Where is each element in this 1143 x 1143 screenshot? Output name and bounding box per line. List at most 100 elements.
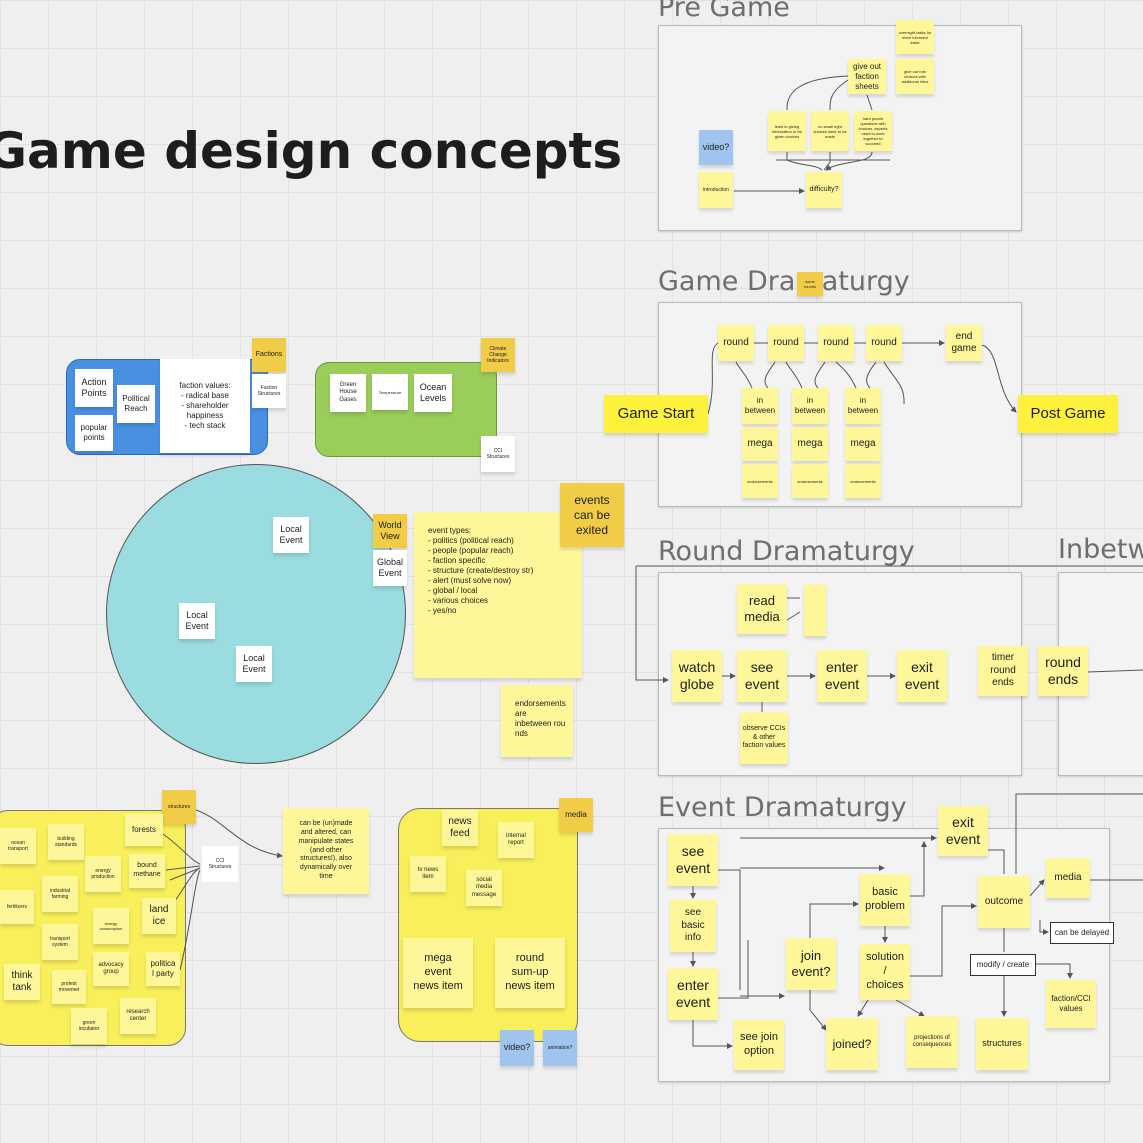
- sticky-note-pg-overnight[interactable]: overnight tasks for more informed trade: [896, 20, 934, 54]
- sticky-note-me-social-media[interactable]: social media message: [466, 870, 502, 906]
- sticky-note-gd-mega-3[interactable]: mega: [845, 427, 881, 461]
- label-ed-can-be-delayed[interactable]: can be delayed: [1050, 922, 1114, 944]
- sticky-note-ed-enter-event[interactable]: enter event: [668, 968, 718, 1020]
- sticky-note-gd-between-3[interactable]: in between: [845, 388, 881, 424]
- sticky-note-fa-structures[interactable]: Faction Structures: [252, 374, 286, 408]
- sticky-note-me-animation[interactable]: animation?: [543, 1030, 577, 1066]
- sticky-note-gd-round-1[interactable]: round: [718, 325, 754, 361]
- sticky-note-fa-values[interactable]: faction values: - radical base - shareho…: [160, 359, 250, 453]
- sticky-note-fa-popular-points[interactable]: popular points: [75, 415, 113, 451]
- sticky-note-ed-factioncci[interactable]: faction/CCI values: [1046, 980, 1096, 1028]
- sticky-note-cc-structures[interactable]: CCI Structures: [481, 436, 515, 472]
- sticky-note-pg-no-right[interactable]: no small right choices have to be made: [811, 111, 849, 151]
- sticky-note-cc-ghg[interactable]: Green House Gases: [330, 374, 366, 412]
- sticky-note-gl-local-1[interactable]: Local Event: [273, 517, 309, 553]
- sticky-note-ed-see-event[interactable]: see event: [668, 834, 718, 886]
- sticky-note-st-green-incubator[interactable]: green incubator: [71, 1008, 107, 1044]
- sticky-note-gd-end-game[interactable]: end game: [946, 325, 982, 361]
- sticky-note-gl-local-3[interactable]: Local Event: [236, 646, 272, 682]
- sticky-note-me-mega-event[interactable]: mega event news item: [403, 938, 473, 1008]
- sticky-note-pg-give-out-sheets[interactable]: give out faction sheets: [848, 59, 886, 94]
- sticky-note-rd-see-event[interactable]: see event: [737, 650, 787, 702]
- sticky-note-gd-round-3[interactable]: round: [818, 325, 854, 361]
- sticky-note-st-ocean[interactable]: ocean transport: [0, 828, 36, 864]
- sticky-note-ed-projections[interactable]: projections of consequences: [906, 1016, 958, 1068]
- sticky-note-gd-endorse-3[interactable]: endorsements: [845, 464, 881, 498]
- sticky-note-ed-solution[interactable]: solution / choices: [860, 944, 910, 1000]
- sticky-note-gl-exit[interactable]: events can be exited: [560, 483, 624, 547]
- sticky-note-st-energy[interactable]: energy production: [85, 856, 121, 892]
- sticky-note-st-cci[interactable]: CCI Structures: [202, 846, 238, 882]
- sticky-note-st-can-be-made[interactable]: can be (un)made and altered, can manipul…: [283, 808, 369, 894]
- sticky-note-gd-post-game[interactable]: Post Game: [1018, 395, 1118, 433]
- sticky-note-gd-endorse-1[interactable]: endorsements: [742, 464, 778, 498]
- sticky-note-st-political-party[interactable]: politica l party: [146, 952, 180, 986]
- sticky-note-me-internal-report[interactable]: internal report: [498, 822, 534, 858]
- sticky-note-ed-basic-problem[interactable]: basic problem: [860, 874, 910, 926]
- sticky-note-gd-mega-1[interactable]: mega: [742, 427, 778, 461]
- label-ed-modify-create[interactable]: modify / create: [970, 954, 1036, 976]
- sticky-note-me-video[interactable]: video?: [500, 1030, 534, 1066]
- sticky-note-st-structures-tag[interactable]: structures: [162, 790, 196, 824]
- sticky-note-ed-media[interactable]: media: [1046, 858, 1090, 898]
- sticky-note-ed-exit-event[interactable]: exit event: [938, 806, 988, 856]
- sticky-note-rd-exit-event[interactable]: exit event: [897, 650, 947, 702]
- sticky-note-st-bound[interactable]: bound methane: [129, 854, 165, 888]
- sticky-note-rd-enter-event[interactable]: enter event: [817, 650, 867, 702]
- sticky-note-st-land-ice[interactable]: land ice: [142, 898, 176, 934]
- sticky-note-st-transport[interactable]: transport system: [42, 924, 78, 960]
- sticky-note-rd-read-media[interactable]: read media: [737, 584, 787, 634]
- world-globe-circle[interactable]: [106, 464, 406, 764]
- sticky-note-gd-small-top[interactable]: some rounds: [797, 272, 823, 296]
- sticky-note-me-tv-news[interactable]: tv news item: [410, 856, 446, 892]
- sticky-note-gd-round-4[interactable]: round: [866, 325, 902, 361]
- sticky-note-st-protest[interactable]: protest movemet: [52, 970, 86, 1004]
- sticky-note-ed-joined[interactable]: joined?: [826, 1018, 878, 1070]
- sticky-note-pg-hard-puzzle[interactable]: hard puzzle questions with choices, expe…: [854, 111, 892, 151]
- sticky-note-ed-see-basic[interactable]: see basic info: [670, 900, 716, 952]
- sticky-note-gd-endorse-2[interactable]: endorsements: [792, 464, 828, 498]
- sticky-note-fa-political-reach[interactable]: Political Reach: [117, 385, 155, 423]
- sticky-note-rd-observe[interactable]: observe CCIs & other faction values: [740, 712, 788, 764]
- sticky-note-ed-join-event[interactable]: join event?: [786, 938, 836, 990]
- sticky-note-rd-media-blank[interactable]: [804, 584, 826, 636]
- sticky-note-gl-endorse[interactable]: endorsements are inbetween rou nds: [501, 685, 573, 757]
- sticky-note-ed-structures[interactable]: structures: [976, 1018, 1028, 1070]
- sticky-note-pg-give-out-role[interactable]: give out role choices with additional in…: [896, 59, 934, 94]
- sticky-note-me-news-feed[interactable]: news feed: [442, 810, 478, 846]
- sticky-note-st-industrial[interactable]: industrial farming: [42, 876, 78, 912]
- sticky-note-gd-round-2[interactable]: round: [768, 325, 804, 361]
- sticky-note-rd-watch-globe[interactable]: watch globe: [672, 650, 722, 702]
- sticky-note-ed-see-join[interactable]: see join option: [734, 1020, 784, 1070]
- sticky-note-gl-world-view[interactable]: World View: [373, 514, 407, 548]
- sticky-note-fa-action-points[interactable]: Action Points: [75, 369, 113, 407]
- sticky-note-gd-between-2[interactable]: in between: [792, 388, 828, 424]
- sticky-note-st-fertilizers[interactable]: fertilizers: [0, 890, 34, 924]
- sticky-note-rd-round-ends[interactable]: round ends: [1038, 646, 1088, 696]
- sticky-note-gl-local-2[interactable]: Local Event: [179, 603, 215, 639]
- sticky-note-st-building[interactable]: building standards: [48, 824, 84, 860]
- sticky-note-fa-factions[interactable]: Factions: [252, 338, 286, 372]
- sticky-note-gd-between-1[interactable]: in between: [742, 388, 778, 424]
- sticky-note-pg-video[interactable]: video?: [699, 130, 733, 165]
- sticky-note-st-forests[interactable]: forests: [125, 814, 163, 846]
- sticky-note-gl-event-types[interactable]: event types: - politics (political reach…: [414, 512, 582, 678]
- sticky-note-pg-difficulty[interactable]: difficulty?: [806, 172, 842, 208]
- sticky-note-pg-introduction[interactable]: introduction: [699, 172, 733, 208]
- sticky-note-rd-timer[interactable]: timer round ends: [978, 646, 1028, 696]
- sticky-note-gl-global-event[interactable]: Global Event: [373, 550, 407, 586]
- sticky-note-gd-mega-2[interactable]: mega: [792, 427, 828, 461]
- sticky-note-me-media-tag[interactable]: media: [559, 798, 593, 832]
- sticky-note-cc-ocean[interactable]: Ocean Levels: [414, 374, 452, 412]
- sticky-note-st-advocacy[interactable]: advocacy group: [93, 952, 129, 986]
- sticky-note-pg-tests[interactable]: tests to giving information to be given …: [768, 111, 806, 151]
- sticky-note-st-think-tank[interactable]: think tank: [4, 964, 40, 1000]
- sticky-note-st-research[interactable]: research center: [120, 998, 156, 1034]
- sticky-note-me-round-sumup[interactable]: round sum-up news item: [495, 938, 565, 1008]
- sticky-note-st-energy-consumption[interactable]: energy consumption: [93, 908, 129, 944]
- sticky-note-gd-game-start[interactable]: Game Start: [604, 395, 708, 433]
- sticky-note-ed-outcome[interactable]: outcome: [978, 876, 1030, 928]
- sticky-note-cc-temperature[interactable]: Temperature: [372, 374, 408, 410]
- sticky-note-cc-indicators[interactable]: Climate Change Indicators: [481, 338, 515, 372]
